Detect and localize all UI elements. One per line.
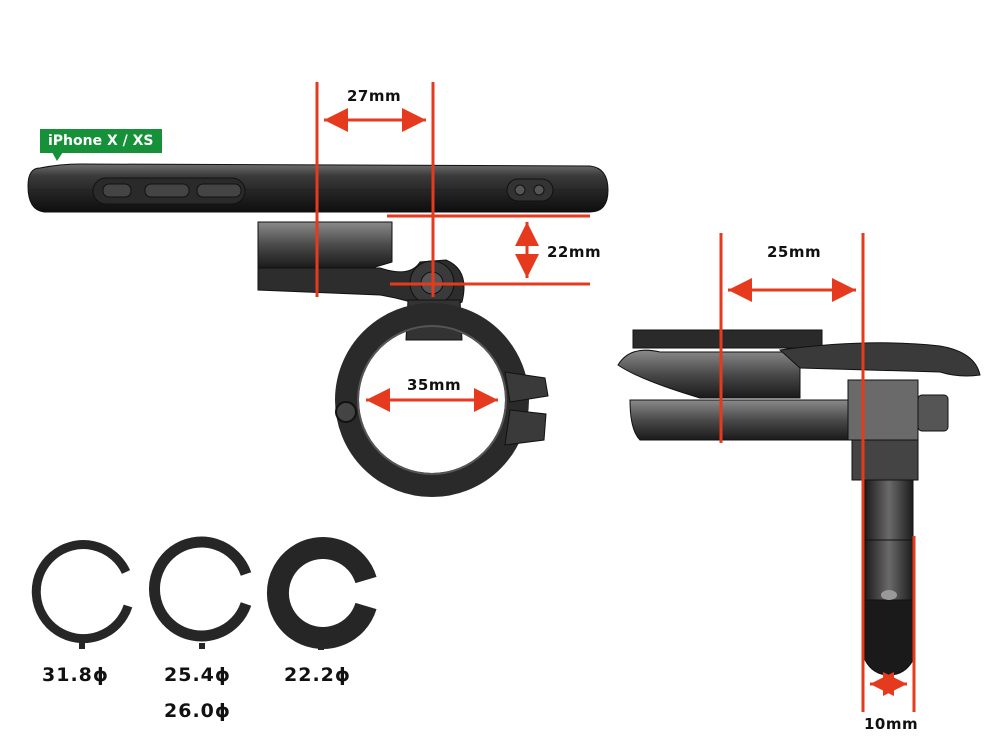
shim-label-26-0: 26.0ϕ [164, 700, 232, 722]
shim-25-4-ring [149, 536, 252, 649]
dimension-label-mount-offset: 27mm [347, 87, 402, 105]
mount-side-profile [617, 329, 981, 676]
shim-22-2-ring [266, 537, 377, 650]
device-tag-pointer [52, 152, 63, 161]
device-tag: iPhone X / XS [40, 129, 162, 153]
dimension-label-side-offset: 25mm [767, 243, 822, 261]
shim-31-8-ring [31, 540, 133, 649]
dimension-label-height-offset: 22mm [547, 243, 602, 261]
shim-label-22-2: 22.2ϕ [284, 664, 352, 686]
dimension-label-clamp-width: 10mm [864, 715, 919, 733]
dimension-lines [315, 82, 916, 712]
shim-label-25-4: 25.4ϕ [164, 664, 232, 686]
handlebar-clamp [335, 303, 549, 497]
dimension-label-clamp-diameter: 35mm [407, 376, 462, 394]
shim-label-31-8: 31.8ϕ [42, 664, 110, 686]
